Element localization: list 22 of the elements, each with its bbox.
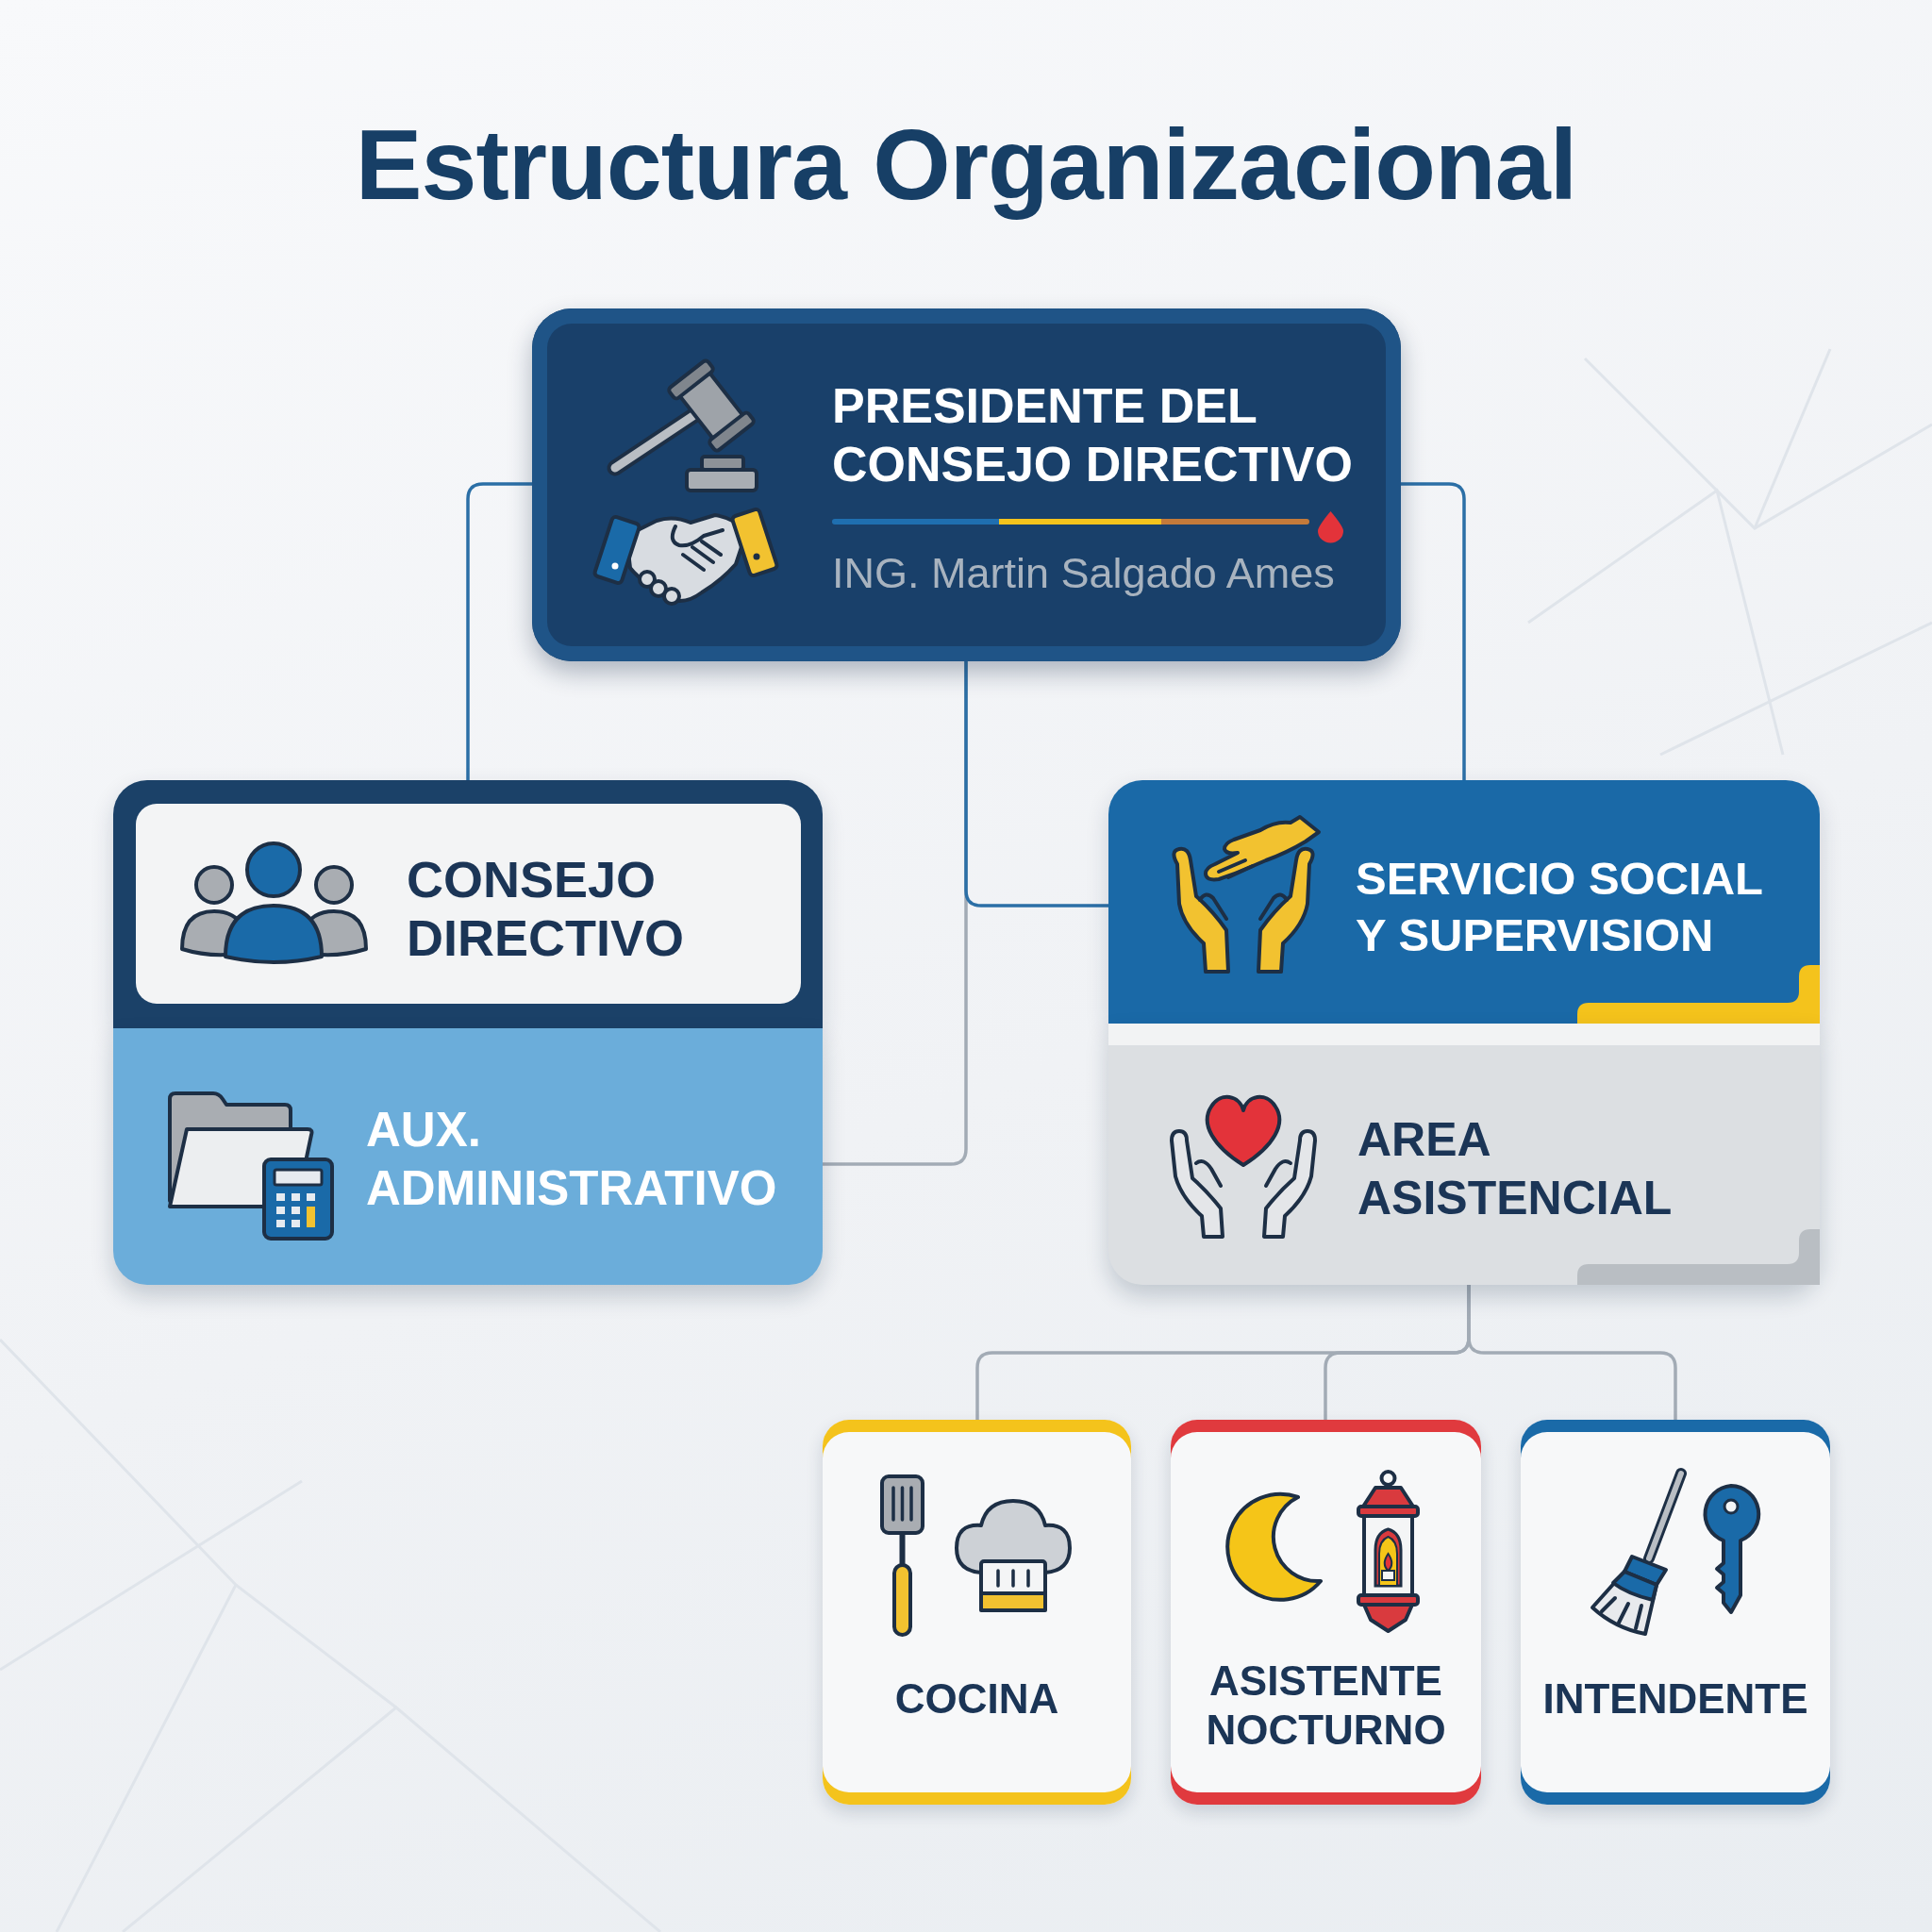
diagram-title: Estructura Organizacional	[355, 108, 1577, 222]
role-title: SERVICIO SOCIAL Y SUPERVISION	[1356, 852, 1764, 962]
role-card	[532, 308, 1401, 661]
card-section	[113, 780, 823, 1028]
role-title: ASISTENTE NOCTURNO	[1206, 1657, 1446, 1755]
connector-line	[964, 661, 1108, 908]
role-title: INTENDENTE	[1542, 1674, 1808, 1724]
role-card	[823, 1420, 1131, 1805]
card-section	[113, 1028, 823, 1285]
role-card	[1521, 1420, 1830, 1805]
role-title: AUX. ADMINISTRATIVO	[366, 1102, 777, 1217]
card-section	[1108, 780, 1820, 1024]
role-title: AREA ASISTENCIAL	[1357, 1112, 1673, 1226]
role-title: CONSEJO DIRECTIVO	[407, 850, 684, 967]
role-title: COCINA	[894, 1674, 1059, 1724]
connector-line	[1401, 482, 1466, 780]
role-title: PRESIDENTE DEL CONSEJO DIRECTIVO	[832, 377, 1354, 493]
connector-line	[466, 482, 532, 780]
role-card	[1171, 1420, 1481, 1805]
connector-line	[1467, 1285, 1677, 1420]
person-name: ING. Martin Salgado Ames	[832, 548, 1335, 599]
card-section	[1108, 1024, 1820, 1285]
